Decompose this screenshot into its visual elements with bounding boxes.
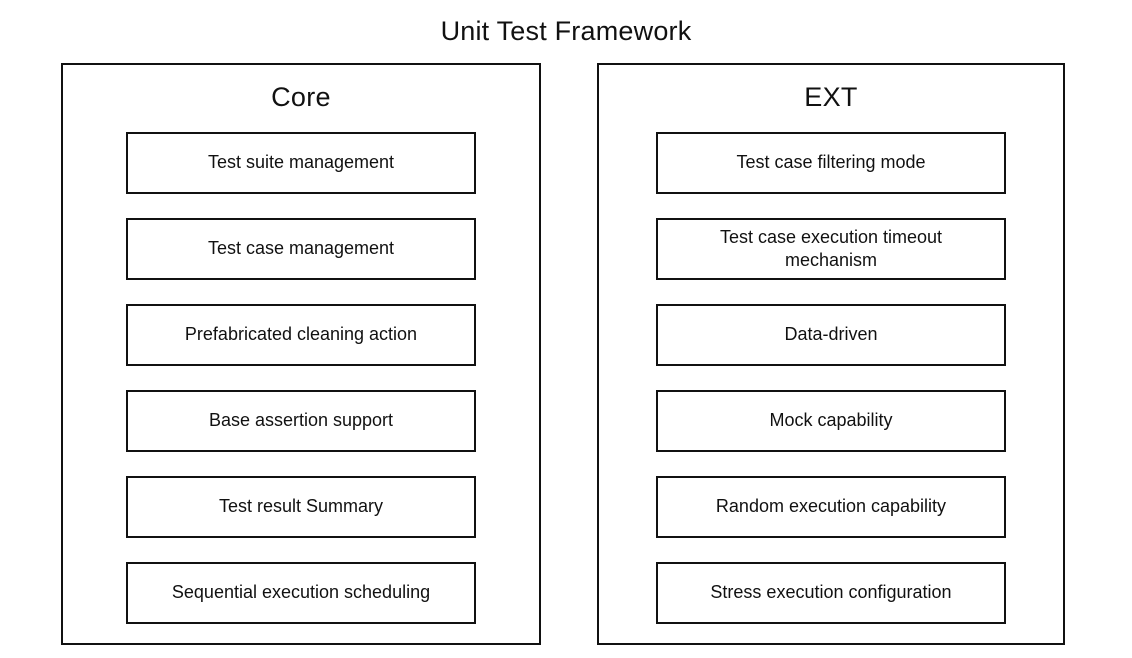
feature-box: Prefabricated cleaning action: [126, 304, 476, 366]
feature-box: Test result Summary: [126, 476, 476, 538]
feature-box: Mock capability: [656, 390, 1006, 452]
feature-box: Test case filtering mode: [656, 132, 1006, 194]
feature-box: Test case execution timeout mechanism: [656, 218, 1006, 280]
feature-label: Test case filtering mode: [736, 152, 926, 173]
feature-box: Random execution capability: [656, 476, 1006, 538]
feature-box: Data-driven: [656, 304, 1006, 366]
feature-label: Sequential execution scheduling: [171, 582, 431, 603]
group-items: Test suite management Test case manageme…: [63, 132, 539, 624]
group-items: Test case filtering mode Test case execu…: [599, 132, 1063, 624]
feature-label: Test case execution timeout mechanism: [719, 226, 943, 270]
feature-box: Test suite management: [126, 132, 476, 194]
group-box-ext: EXT Test case filtering mode Test case e…: [597, 63, 1065, 645]
feature-label: Mock capability: [769, 410, 893, 431]
feature-label: Test case management: [207, 238, 395, 259]
feature-label: Prefabricated cleaning action: [184, 324, 418, 345]
feature-box: Base assertion support: [126, 390, 476, 452]
feature-label: Test result Summary: [218, 496, 384, 517]
feature-label: Data-driven: [784, 324, 878, 345]
feature-label: Test suite management: [207, 152, 395, 173]
diagram-title: Unit Test Framework: [440, 16, 692, 46]
columns-container: Core Test suite management Test case man…: [61, 63, 1065, 645]
feature-box: Stress execution configuration: [656, 562, 1006, 624]
feature-label: Stress execution configuration: [710, 582, 952, 603]
group-header: EXT: [804, 82, 858, 112]
feature-box: Test case management: [126, 218, 476, 280]
group-header: Core: [271, 82, 331, 112]
feature-label: Random execution capability: [715, 496, 947, 517]
feature-label: Base assertion support: [208, 410, 394, 431]
group-box-core: Core Test suite management Test case man…: [61, 63, 541, 645]
feature-box: Sequential execution scheduling: [126, 562, 476, 624]
